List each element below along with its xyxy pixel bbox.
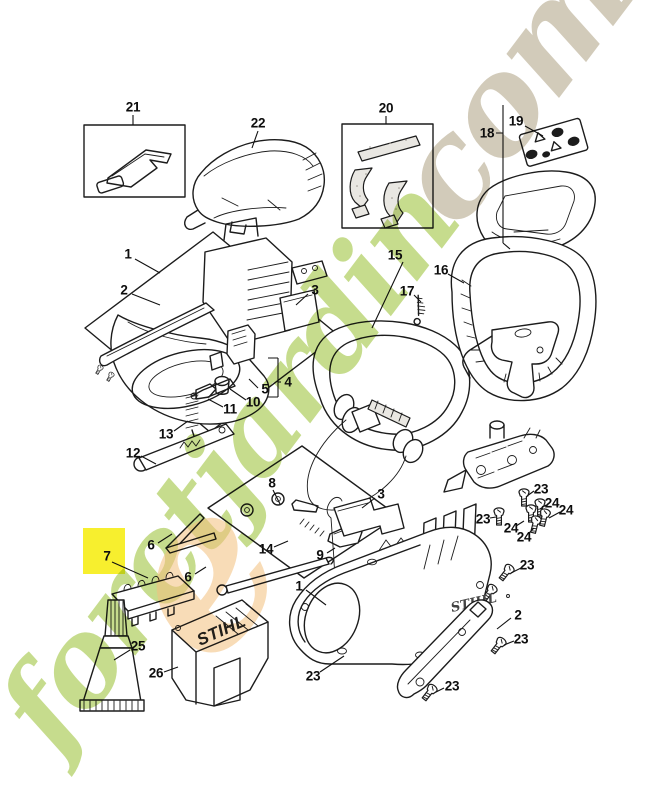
- part-callout-10[interactable]: 10: [245, 394, 261, 410]
- part-13-spring: [185, 378, 236, 437]
- part-12-lockout-lever: [133, 423, 235, 472]
- part-6-flat-spring-b: [216, 556, 334, 596]
- part-callout-3[interactable]: 3: [377, 486, 385, 502]
- part-callout-18[interactable]: 18: [479, 125, 495, 141]
- part-7-highlight: [83, 528, 125, 574]
- part-20-foam-kit: [341, 123, 434, 229]
- part-callout-23[interactable]: 23: [305, 668, 321, 684]
- part-callout-1[interactable]: 1: [295, 578, 303, 594]
- part-15-loop-handle: [306, 320, 471, 511]
- part-callout-26[interactable]: 26: [148, 665, 164, 681]
- part-callout-5[interactable]: 5: [261, 381, 269, 397]
- part-callout-23[interactable]: 23: [475, 511, 491, 527]
- part-callout-24[interactable]: 24: [544, 495, 560, 511]
- part-callout-24[interactable]: 24: [516, 529, 532, 545]
- part-19-warning-sticker: [518, 117, 589, 167]
- part-callout-22[interactable]: 22: [250, 115, 266, 131]
- part-callout-3[interactable]: 3: [311, 282, 319, 298]
- part-callout-2[interactable]: 2: [120, 282, 128, 298]
- part-callout-6[interactable]: 6: [147, 537, 155, 553]
- part-6-flat-spring-a: [165, 513, 217, 554]
- part-callout-12[interactable]: 12: [125, 445, 141, 461]
- part-callout-11[interactable]: 11: [223, 401, 237, 417]
- part-callout-13[interactable]: 13: [158, 426, 174, 442]
- part-callout-24[interactable]: 24: [503, 520, 519, 536]
- part-3-pad-lower: [333, 497, 405, 537]
- part-callout-17[interactable]: 17: [399, 283, 415, 299]
- part-callout-4[interactable]: 4: [284, 374, 292, 390]
- part-callout-2[interactable]: 2: [514, 607, 522, 623]
- part-callout-7[interactable]: 7: [103, 548, 111, 564]
- part-callout-1[interactable]: 1: [124, 246, 132, 262]
- part-callout-21[interactable]: 21: [125, 99, 141, 115]
- part-16-d-handle: [450, 235, 597, 402]
- part-25-tube: [79, 599, 145, 712]
- part-22-top-cover: [184, 139, 326, 235]
- leader-lines: [111, 105, 561, 693]
- part-callout-25[interactable]: 25: [130, 638, 146, 654]
- part-21-gasket-kit: [83, 124, 186, 198]
- part-2-guard-strip: [396, 599, 494, 699]
- part-callout-9[interactable]: 9: [316, 547, 324, 563]
- part-4-switch-group: [190, 324, 279, 400]
- part-callout-23[interactable]: 23: [513, 631, 529, 647]
- part-callout-8[interactable]: 8: [268, 475, 276, 491]
- part-callout-20[interactable]: 20: [378, 100, 394, 116]
- part-callout-23[interactable]: 23: [444, 678, 460, 694]
- part-callout-14[interactable]: 14: [258, 541, 274, 557]
- part-callout-19[interactable]: 19: [508, 113, 524, 129]
- gearbox-housing: [443, 420, 555, 493]
- part-26-battery-box: STIHL: [171, 599, 269, 707]
- part-callout-6[interactable]: 6: [184, 569, 192, 585]
- part-1-upper-assembly: [84, 217, 339, 433]
- part-callout-23[interactable]: 23: [519, 557, 535, 573]
- part-callout-15[interactable]: 15: [387, 247, 403, 263]
- part-callout-16[interactable]: 16: [433, 262, 449, 278]
- part-callout-23[interactable]: 23: [533, 481, 549, 497]
- part-callout-24[interactable]: 24: [558, 502, 574, 518]
